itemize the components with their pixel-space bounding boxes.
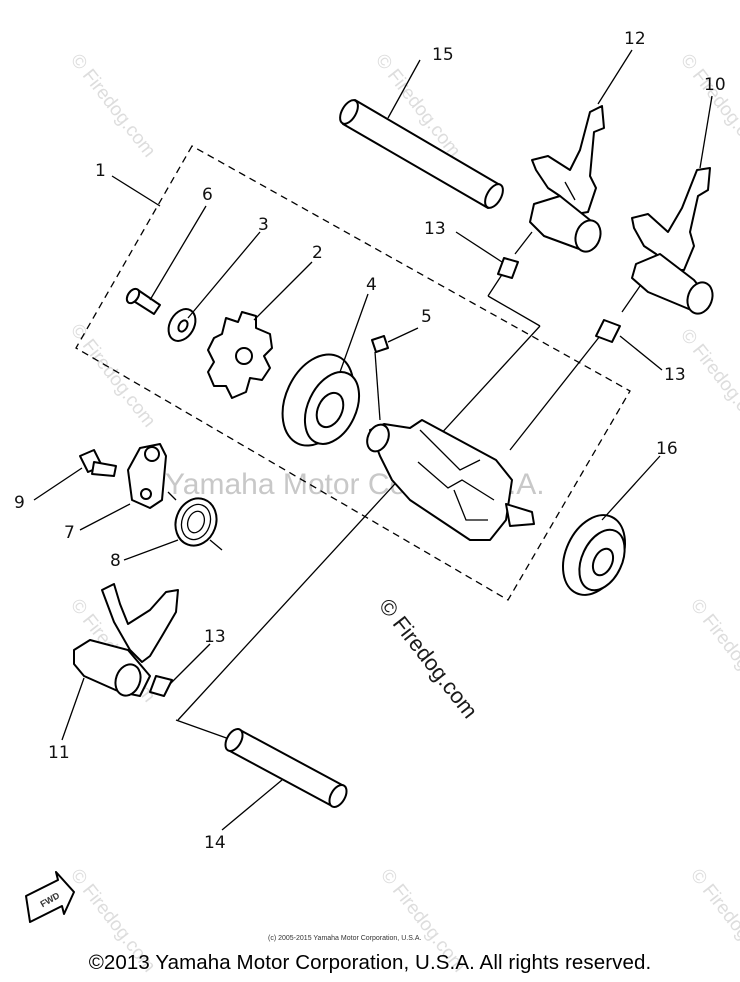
shift-fork-shaft-14 xyxy=(224,728,348,808)
shift-fork-11 xyxy=(73,583,179,697)
callout-13-lower: 13 xyxy=(204,627,226,647)
watermark-tile: © Firedog.com xyxy=(686,595,740,706)
copyright-notice: ©2013 Yamaha Motor Corporation, U.S.A. A… xyxy=(88,951,652,974)
guide-pin-13-upper xyxy=(497,257,519,279)
stopper-5 xyxy=(371,335,389,353)
guide-pin-13-right xyxy=(595,319,621,343)
shift-fork-12 xyxy=(529,105,605,253)
callout-10: 10 xyxy=(704,75,726,95)
shift-drum xyxy=(366,419,535,541)
torsion-spring-8 xyxy=(167,491,223,551)
callout-11: 11 xyxy=(48,743,70,763)
callout-8: 8 xyxy=(110,551,121,571)
callout-13-upper: 13 xyxy=(424,219,446,239)
watermark-tile: © Firedog.com xyxy=(676,325,740,436)
watermark-tile: © Firedog.com xyxy=(66,50,159,161)
callout-6: 6 xyxy=(202,185,213,205)
watermark-tile: © Firedog.com xyxy=(676,50,740,161)
callout-4: 4 xyxy=(366,275,377,295)
callout-13-right: 13 xyxy=(664,365,686,385)
guide-pin-13-lower xyxy=(149,675,173,697)
callout-5: 5 xyxy=(421,307,432,327)
small-copyright: (c) 2005-2015 Yamaha Motor Corporation, … xyxy=(268,935,421,942)
screw-6 xyxy=(125,287,161,315)
forward-arrow-icon: FWD xyxy=(25,871,75,923)
callout-9: 9 xyxy=(14,493,25,513)
callout-16: 16 xyxy=(656,439,678,459)
callout-14: 14 xyxy=(204,833,226,853)
bearing-4 xyxy=(281,353,361,447)
callout-2: 2 xyxy=(312,243,323,263)
alignment-lines xyxy=(175,231,641,741)
watermark-tile: © Firedog.com xyxy=(66,320,159,431)
callout-15: 15 xyxy=(432,45,454,65)
callout-12: 12 xyxy=(624,29,646,49)
stopper-lever-7 xyxy=(127,443,167,509)
assembly-outline xyxy=(75,145,631,601)
shift-fork-10 xyxy=(631,167,714,315)
bearing-16 xyxy=(562,514,626,596)
callout-numbers: 1 2 3 4 5 6 7 8 9 10 11 12 13 13 13 14 1… xyxy=(14,29,726,853)
firedog-watermark: © Firedog.com xyxy=(374,594,483,723)
callout-7: 7 xyxy=(64,523,75,543)
callout-3: 3 xyxy=(258,215,269,235)
bolt-9 xyxy=(79,449,117,477)
washer-3 xyxy=(167,308,197,342)
shift-cam-segment-2 xyxy=(207,311,273,399)
shift-fork-shaft-15 xyxy=(339,99,504,209)
leader-lines xyxy=(33,49,713,831)
callout-1: 1 xyxy=(95,161,106,181)
